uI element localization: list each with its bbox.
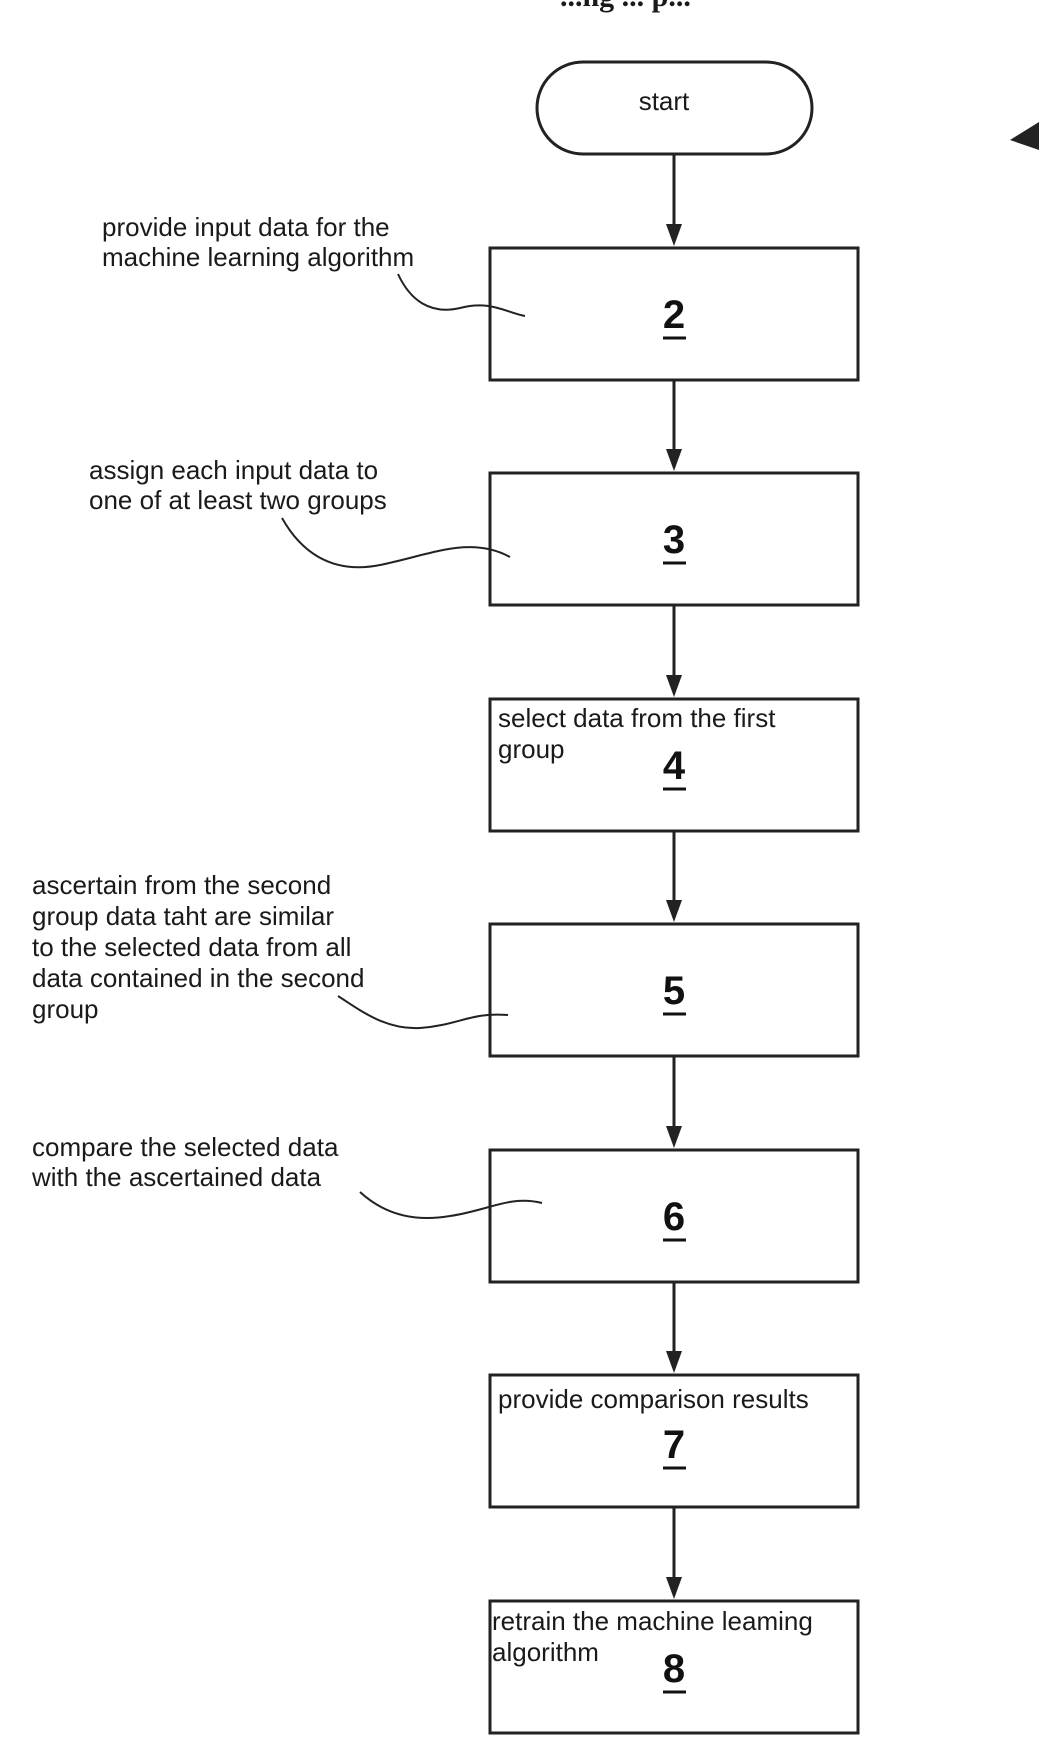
header-fragment: ...ng ... p... [560,0,691,13]
arrowhead-2-3 [666,449,682,471]
arrowhead-start-2 [666,224,682,246]
arrowhead-6-7 [666,1351,682,1373]
arrowhead-4-5 [666,900,682,922]
step-2-number: 2 [663,293,685,337]
step-7[interactable]: provide comparison results 7 [490,1375,858,1507]
step-4-inner-line-2: group [498,734,565,764]
step-7-number: 7 [663,1423,685,1467]
step-4[interactable]: select data from the first group 4 [490,699,858,831]
step-5-callout-line-5: group [32,994,99,1024]
step-2-callout-line-2: machine learning algorithm [102,242,414,272]
step-7-inner-line-1: provide comparison results [498,1384,809,1414]
step-6-callout-line-2: with the ascertained data [31,1162,322,1192]
step-5-callout-line-4: data contained in the second [32,963,364,993]
step-8-number: 8 [663,1647,685,1691]
step-3-number: 3 [663,518,685,562]
step-5-callout-line-3: to the selected data from all [32,932,351,962]
start-terminator[interactable]: start [537,62,812,154]
arrowhead-7-8 [666,1577,682,1599]
step-3-leader-line [282,518,510,567]
step-5-callout-line-1: ascertain from the second [32,870,331,900]
start-label: start [639,86,690,116]
step-6[interactable]: 6 compare the selected data with the asc… [31,1132,858,1282]
arrowhead-5-6 [666,1126,682,1148]
step-8-inner-line-2: algorithm [492,1637,599,1667]
step-8-inner-line-1: retrain the machine leaming [492,1606,813,1636]
arrowhead-3-4 [666,675,682,697]
step-6-number: 6 [663,1195,685,1239]
step-3[interactable]: 3 assign each input data to one of at le… [89,455,858,605]
step-8[interactable]: retrain the machine leaming algorithm 8 [490,1601,858,1733]
step-5-callout-line-2: group data taht are similar [32,901,334,931]
step-4-inner-line-1: select data from the first [498,703,776,733]
figure-reference-arrow [1010,122,1039,150]
step-2[interactable]: 2 provide input data for the machine lea… [102,212,858,380]
step-6-callout-line-1: compare the selected data [32,1132,339,1162]
step-2-callout-line-1: provide input data for the [102,212,390,242]
step-5-leader-line [338,996,508,1028]
step-3-callout-line-1: assign each input data to [89,455,378,485]
step-5-number: 5 [663,969,685,1013]
step-5[interactable]: 5 ascertain from the second group data t… [32,870,858,1056]
step-3-callout-line-2: one of at least two groups [89,485,387,515]
step-4-number: 4 [663,744,686,788]
